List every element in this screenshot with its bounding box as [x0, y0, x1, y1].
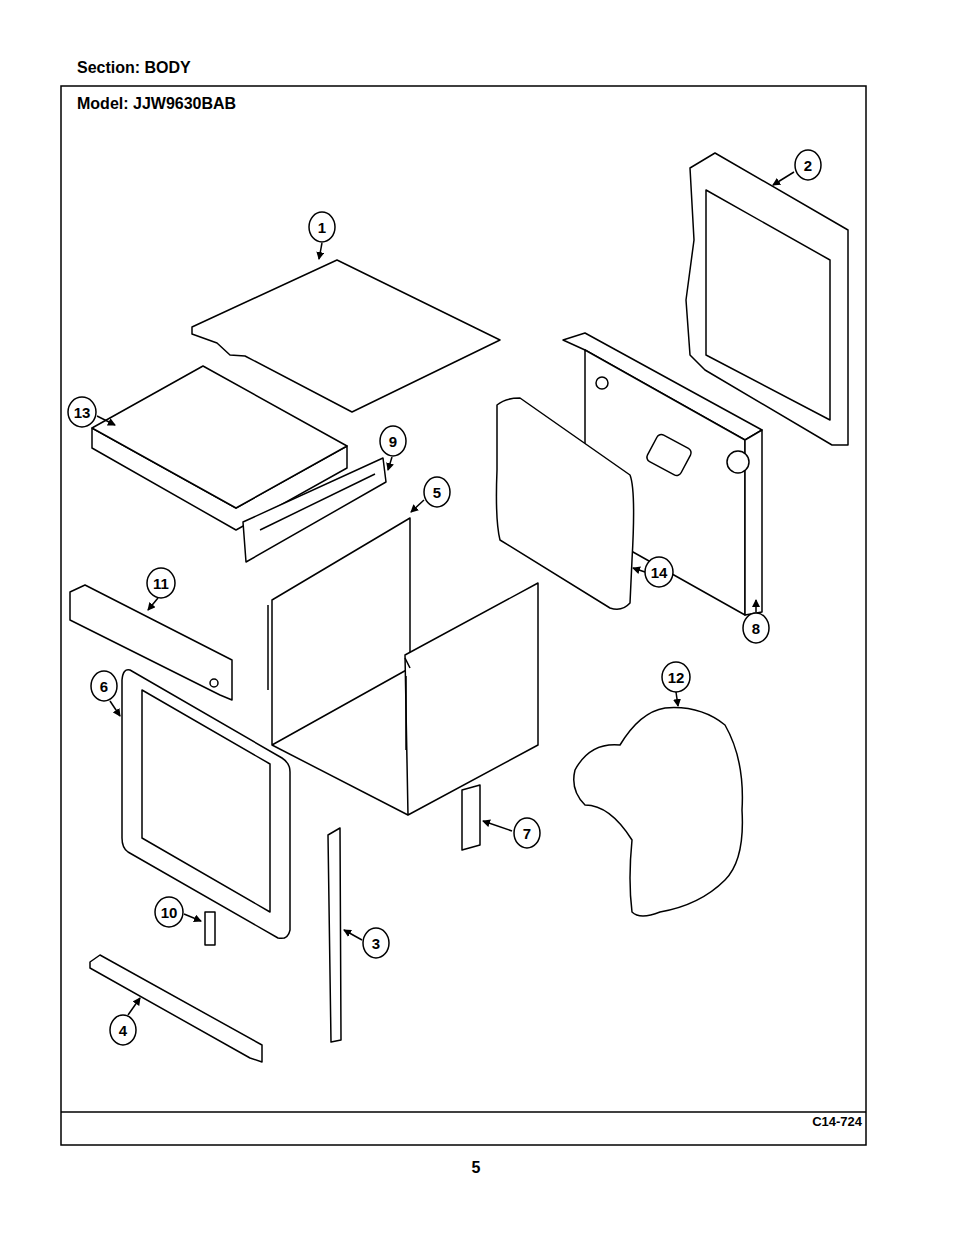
leader-line: [128, 998, 140, 1015]
callout-circle: [743, 613, 769, 643]
callout-number: 14: [651, 565, 668, 580]
callout-number: 3: [372, 936, 380, 951]
leader-line: [411, 500, 424, 512]
part-outline: [260, 474, 375, 530]
frame: [61, 86, 866, 1145]
part-outline: [706, 190, 830, 420]
leader-line: [773, 172, 794, 185]
callout-circle: [380, 426, 406, 456]
leader-line: [676, 692, 678, 706]
callout-circle: [309, 212, 335, 242]
part-outline: [686, 153, 848, 445]
leader-line: [344, 930, 362, 940]
part-outline: [70, 153, 848, 1062]
part-outline: [645, 433, 693, 477]
part-outline: [272, 518, 410, 745]
callout-circle: [645, 557, 673, 587]
callout-number: 8: [752, 621, 760, 636]
part-outline: [405, 658, 410, 668]
callout-circle: [110, 1015, 136, 1045]
callout-circle: [155, 897, 183, 927]
part-outline: [727, 451, 749, 473]
frame: [61, 1111, 866, 1113]
part-outline: [142, 690, 270, 912]
part-outline: [328, 828, 341, 1042]
part-outline: [90, 955, 262, 1062]
callout-number: 7: [523, 826, 531, 841]
part-outline: [210, 679, 218, 687]
leader-line: [97, 172, 794, 1015]
callout-number: 9: [389, 434, 397, 449]
callout-circle: [68, 397, 96, 427]
part-outline: [405, 583, 538, 815]
section-title: Section: BODY: [77, 60, 191, 76]
callout-circle: [514, 818, 540, 848]
callout-number: 1: [318, 220, 326, 235]
callout-number: 12: [668, 670, 685, 685]
part-outline: [205, 912, 215, 945]
leader-line: [148, 598, 158, 610]
callout-circle: [91, 671, 117, 701]
leader-line: [483, 821, 512, 831]
leader-line: [388, 457, 392, 470]
callout-circle: [795, 150, 821, 180]
part-outline: [272, 745, 408, 815]
callout-number: 2: [804, 158, 812, 173]
callout-number: 13: [74, 405, 91, 420]
leader-line: [633, 568, 645, 572]
leader-line: [110, 701, 120, 716]
leader-line: [755, 600, 757, 612]
callout-circle: [662, 662, 690, 692]
part-outline: [267, 605, 269, 690]
part-outline: [574, 708, 743, 916]
callout-circle: [147, 568, 175, 598]
callout-circle: [68, 150, 821, 1045]
page-number: 5: [472, 1160, 481, 1176]
part-outline: [462, 785, 480, 850]
model-label: Model: JJW9630BAB: [77, 96, 236, 112]
callout-circle: [424, 477, 450, 507]
callout-circle: [363, 928, 389, 958]
leader-line: [319, 243, 322, 259]
part-outline: [122, 670, 290, 939]
leader-line: [97, 416, 115, 425]
callout-number: 10: [161, 905, 178, 920]
drawing-code: C14-724: [812, 1115, 862, 1128]
part-outline: [92, 366, 347, 508]
callout-number: 5: [433, 485, 441, 500]
callout-number: 4: [119, 1023, 127, 1038]
part-outline: [405, 676, 407, 750]
part-outline: [496, 398, 633, 609]
leader-line: [184, 914, 201, 921]
part-outline: [596, 377, 608, 389]
callout-number: 6: [100, 679, 108, 694]
frame: [61, 86, 866, 1145]
callout-number: 11: [153, 576, 169, 591]
